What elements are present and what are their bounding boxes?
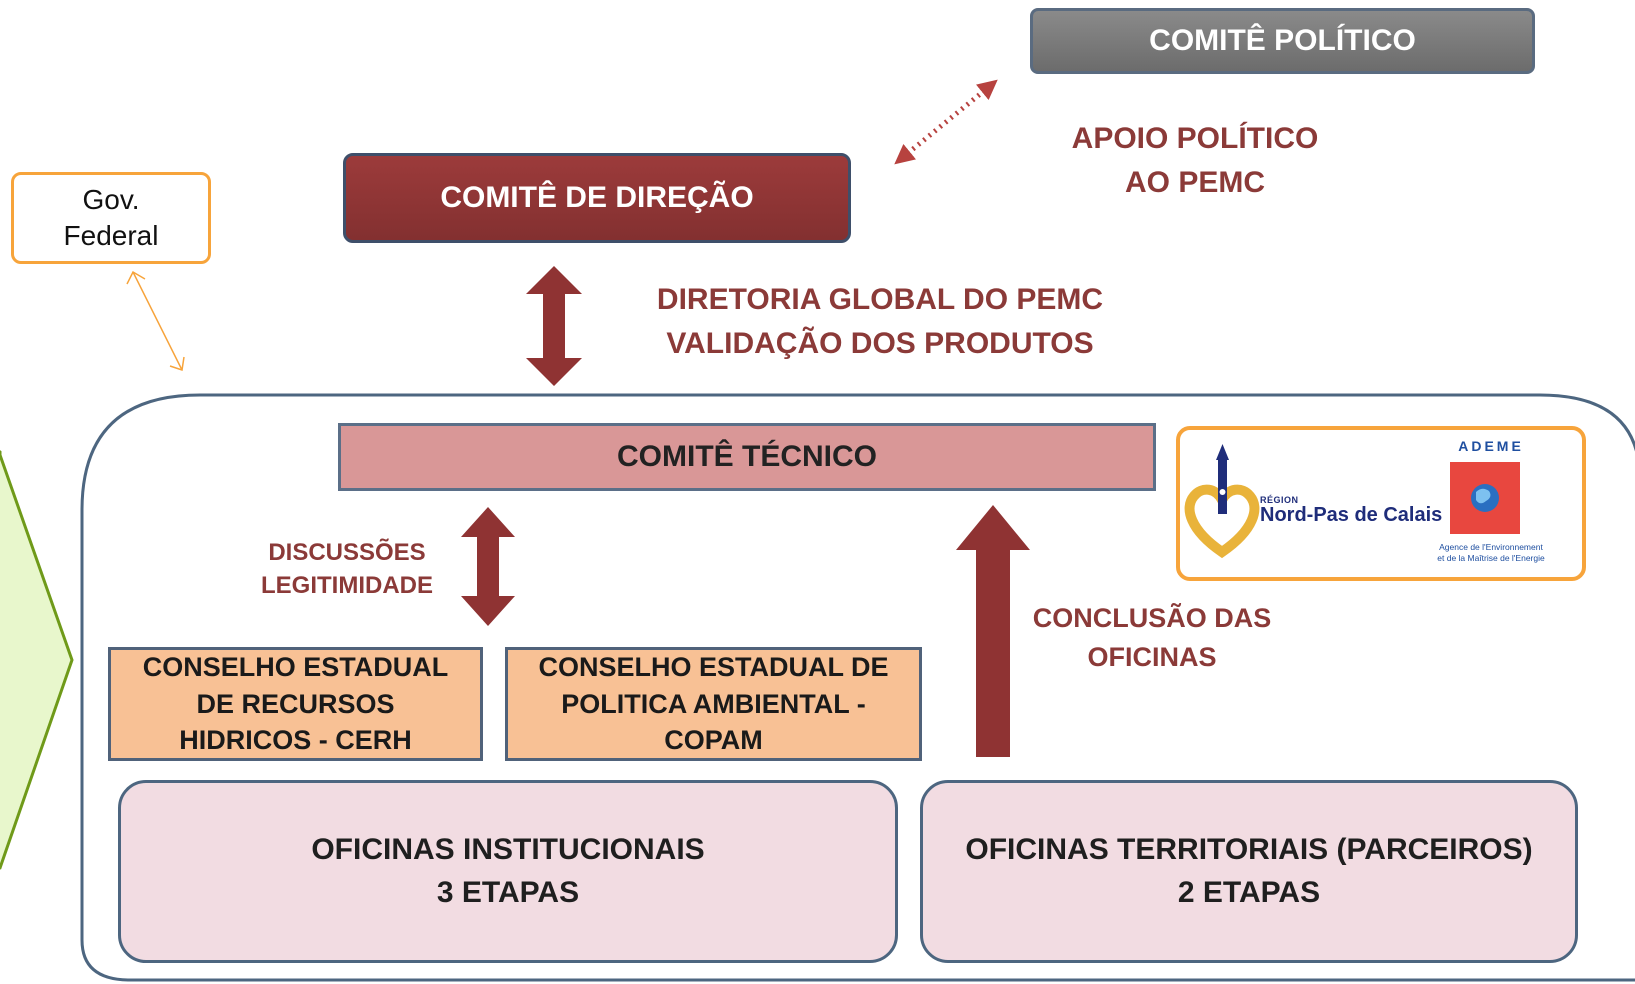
cerh-line-2: DE RECURSOS: [196, 688, 395, 719]
ademe-title: ADEME: [1458, 438, 1524, 454]
dotted-double-arrow: [894, 79, 998, 165]
oficinas-territoriais-box: OFICINAS TERRITORIAIS (PARCEIROS) 2 ETAP…: [920, 780, 1578, 963]
gov-federal-connector: [126, 270, 185, 371]
copam-line-3: COPAM: [664, 725, 763, 756]
copam-line-1: CONSELHO ESTADUAL DE: [538, 651, 889, 682]
main-container-frame: [80, 393, 1635, 982]
ademe-caption: Agence de l'Environnement et de la Maîtr…: [1416, 542, 1566, 565]
discussoes-line-1: DISCUSSÕES: [268, 539, 426, 566]
diretoria-line-2: VALIDAÇÃO DOS PRODUTOS: [666, 326, 1094, 360]
oficinas-institucionais-box: OFICINAS INSTITUCIONAIS 3 ETAPAS: [118, 780, 898, 963]
gov-line-2: Federal: [63, 220, 159, 251]
partners-logos: [1184, 444, 1520, 559]
region-small-label: RÉGION: [1260, 495, 1299, 505]
ademe-logo: [1450, 462, 1520, 534]
gov-federal-box: Gov. Federal: [11, 172, 211, 264]
discussoes-caption: DISCUSSÕES LEGITIMIDADE: [236, 537, 458, 602]
cerh-line-3: HIDRICOS - CERH: [179, 725, 412, 756]
up-arrow-conclusao: [956, 505, 1030, 757]
cerh-line-1: CONSELHO ESTADUAL: [142, 651, 449, 682]
partners-logo-box: RÉGION Nord-Pas de Calais ADEME Agence d…: [1176, 426, 1586, 581]
ademe-caption-line-1: Agence de l'Environnement: [1439, 542, 1543, 552]
nord-pas-de-calais-logo: [1184, 444, 1260, 559]
comite-tecnico-label: COMITÊ TÉCNICO: [617, 440, 877, 473]
comite-politico-label: COMITÊ POLÍTICO: [1149, 24, 1416, 57]
gov-line-1: Gov.: [82, 183, 140, 215]
comite-direcao-box: COMITÊ DE DIREÇÃO: [343, 153, 851, 243]
green-chevron-shape: [0, 450, 74, 870]
oficinas-terr-line-1: OFICINAS TERRITORIAIS (PARCEIROS): [965, 832, 1533, 866]
oficinas-inst-line-2: 3 ETAPAS: [436, 875, 580, 909]
apoio-line-2: AO PEMC: [1124, 165, 1265, 199]
apoio-line-1: APOIO POLÍTICO: [1071, 122, 1319, 155]
region-name-label: Nord-Pas de Calais: [1260, 504, 1443, 526]
copam-line-2: POLITICA AMBIENTAL -: [561, 688, 866, 719]
conselho-cerh-box: CONSELHO ESTADUAL DE RECURSOS HIDRICOS -…: [108, 647, 483, 761]
ademe-caption-line-2: et de la Maîtrise de l'Energie: [1437, 553, 1545, 564]
conclusao-caption: CONCLUSÃO DAS OFICINAS: [1012, 599, 1292, 677]
region-wordmark: RÉGION Nord-Pas de Calais: [1260, 495, 1442, 527]
oficinas-terr-line-2: 2 ETAPAS: [1177, 875, 1321, 909]
double-arrow-direcao-tecnico: [526, 266, 582, 386]
comite-direcao-label: COMITÊ DE DIREÇÃO: [440, 181, 754, 214]
double-arrow-tecnico-conselhos: [461, 507, 515, 626]
conclusao-line-1: CONCLUSÃO DAS: [1032, 603, 1272, 633]
conclusao-line-2: OFICINAS: [1087, 642, 1217, 673]
comite-tecnico-box: COMITÊ TÉCNICO: [338, 423, 1156, 491]
comite-politico-box: COMITÊ POLÍTICO: [1030, 8, 1535, 74]
diretoria-line-1: DIRETORIA GLOBAL DO PEMC: [656, 283, 1104, 316]
oficinas-inst-line-1: OFICINAS INSTITUCIONAIS: [311, 832, 705, 866]
diretoria-caption: DIRETORIA GLOBAL DO PEMC VALIDAÇÃO DOS P…: [600, 278, 1160, 365]
discussoes-line-2: LEGITIMIDADE: [261, 571, 433, 599]
conselho-copam-box: CONSELHO ESTADUAL DE POLITICA AMBIENTAL …: [505, 647, 922, 761]
apoio-politico-caption: APOIO POLÍTICO AO PEMC: [1010, 117, 1380, 204]
